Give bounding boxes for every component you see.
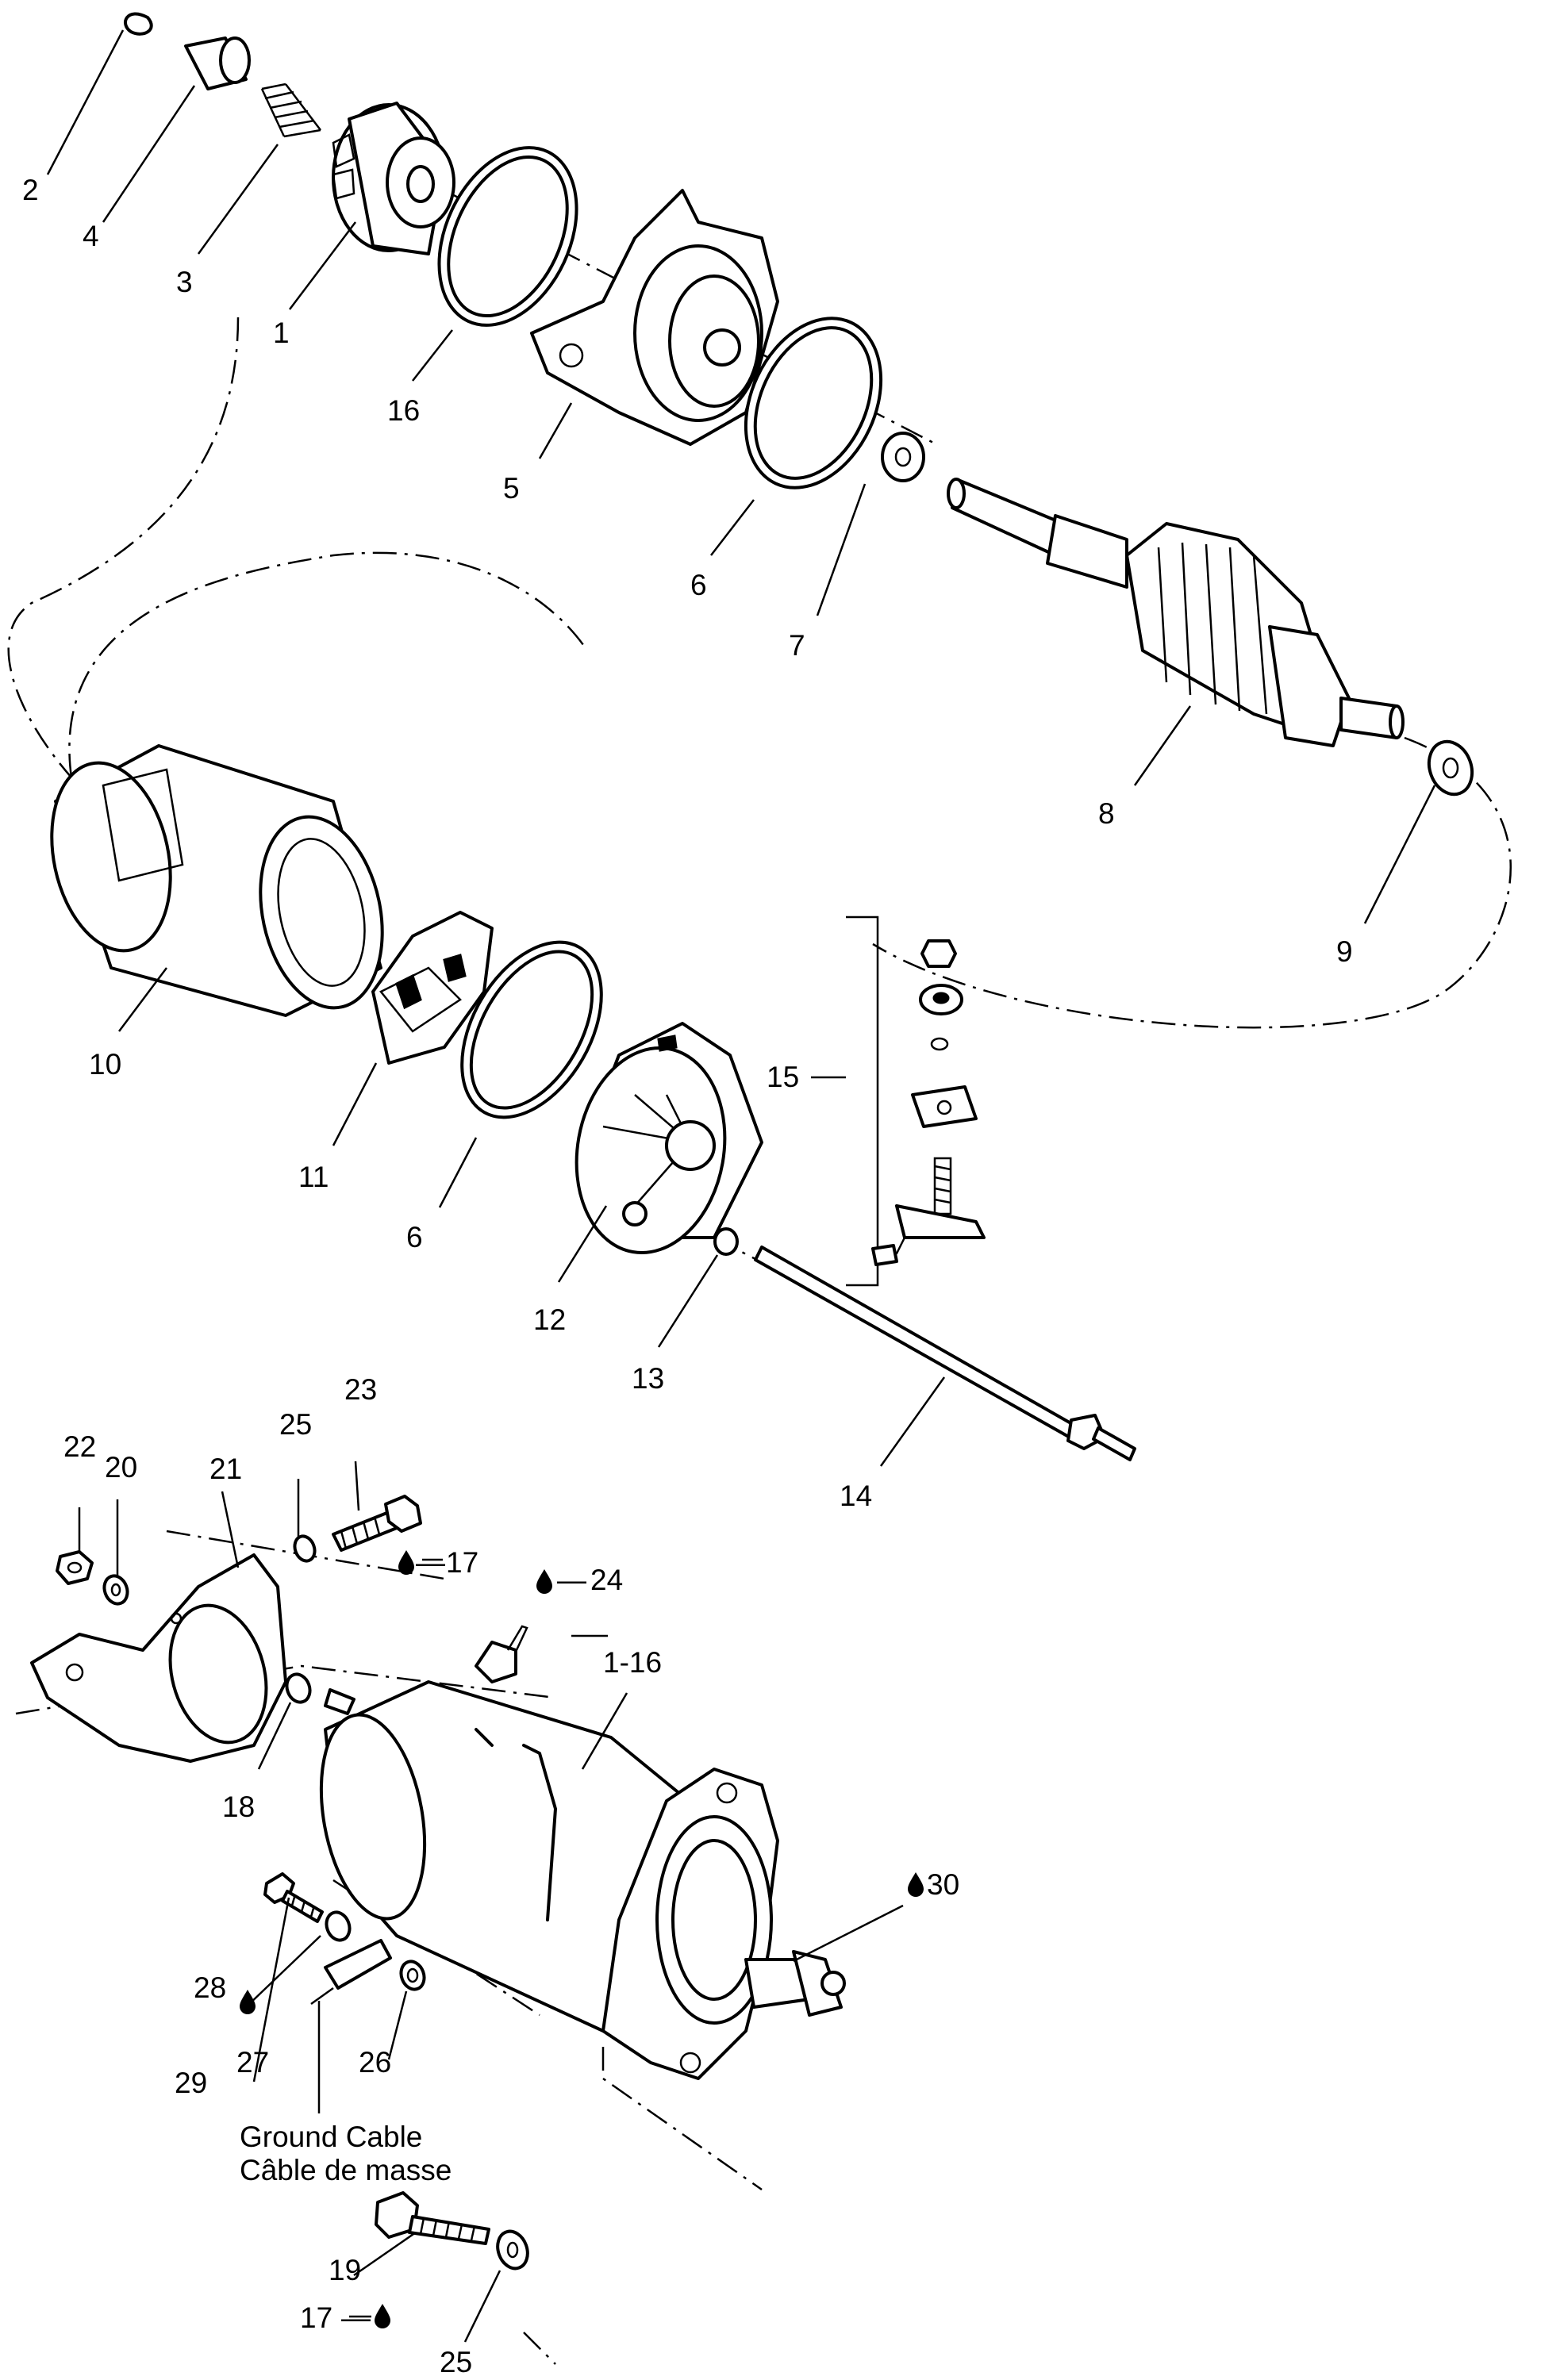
support-bracket-21 (30, 1553, 287, 1763)
bolt-19 (375, 2191, 490, 2245)
bolt-23 (332, 1495, 422, 1552)
label-part-19: 19 (329, 2254, 361, 2286)
o-ring-16 (437, 146, 578, 327)
label-part-6-lower: 6 (406, 1221, 423, 1253)
brush-holder-11 (371, 911, 494, 1065)
drop-icon (908, 1872, 924, 1897)
stop-collar-4 (184, 36, 251, 90)
washer-27 (325, 1910, 352, 1942)
label-part-5: 5 (503, 472, 520, 505)
label-part-30: 30 (927, 1868, 959, 1901)
dash-17-upper: — (416, 1546, 445, 1579)
screw-28 (263, 1872, 324, 1923)
drop-icon (398, 1550, 414, 1575)
label-part-1-16: 1-16 (603, 1646, 662, 1679)
label-part-6-upper: 6 (690, 569, 707, 601)
starter-assembly-1-16 (319, 1625, 846, 2080)
label-part-15: 15 (767, 1061, 799, 1093)
washer-25-lower (496, 2229, 529, 2271)
through-bolt-14 (754, 1246, 1136, 1461)
label-part-2: 2 (22, 174, 39, 206)
label-part-10: 10 (89, 1048, 121, 1081)
washer-18 (285, 1672, 312, 1704)
star-washer-26 (399, 1960, 426, 1991)
label-part-21: 21 (209, 1453, 242, 1485)
callout-dashes: — — — (341, 1546, 586, 2334)
label-part-18: 18 (222, 1791, 255, 1823)
thrust-washer-7 (881, 432, 925, 482)
dash-17-lower: — (341, 2301, 371, 2334)
label-part-17-lower: 17 (300, 2301, 332, 2334)
drop-icon (375, 2304, 390, 2328)
terminal-kit-15 (846, 916, 986, 1287)
washer-25-upper (293, 1534, 317, 1563)
ground-cable-caption: Ground Cable Câble de masse (240, 2121, 452, 2186)
label-part-25-lower: 25 (440, 2346, 472, 2378)
label-part-17-upper: 17 (446, 1546, 478, 1579)
leader-lines (46, 29, 1436, 2343)
lock-washer-20 (102, 1574, 129, 1606)
washer-9 (1427, 739, 1474, 797)
ground-cable-label-fr: Câble de masse (240, 2154, 452, 2186)
nut-22 (56, 1550, 94, 1585)
armature-8 (947, 478, 1405, 747)
label-part-1: 1 (273, 317, 290, 349)
assembly-axis-lines (7, 189, 1512, 2365)
label-part-12: 12 (533, 1303, 566, 1336)
drop-icon (536, 1569, 552, 1594)
label-part-27: 27 (236, 2046, 269, 2079)
label-part-13: 13 (632, 1362, 664, 1395)
small-o-ring-13 (713, 1227, 739, 1256)
label-part-11: 11 (298, 1161, 329, 1193)
label-part-24: 24 (590, 1564, 623, 1596)
label-part-3: 3 (176, 266, 193, 298)
label-part-9: 9 (1336, 935, 1353, 968)
label-part-20: 20 (105, 1451, 137, 1484)
label-part-8: 8 (1098, 797, 1115, 830)
drop-icon (240, 1990, 256, 2014)
label-part-4: 4 (83, 220, 99, 252)
label-part-28: 28 (194, 1971, 226, 2004)
end-cover-12 (575, 1022, 763, 1255)
part-labels: 2 4 3 1 16 5 6 7 8 9 10 11 6 12 13 15 14… (22, 174, 1353, 2378)
label-part-22: 22 (63, 1430, 96, 1463)
label-part-25-upper: 25 (279, 1408, 312, 1441)
label-part-23: 23 (344, 1373, 377, 1406)
drive-housing-5 (530, 189, 779, 446)
ground-cable-label-en: Ground Cable (240, 2121, 422, 2153)
ground-cable-terminal (310, 1939, 392, 2006)
o-ring-6-upper (744, 317, 883, 489)
field-frame-10 (50, 744, 384, 1017)
snap-ring-2 (124, 12, 153, 36)
label-part-29: 29 (175, 2067, 207, 2099)
label-part-7: 7 (789, 629, 805, 662)
label-part-26: 26 (359, 2046, 391, 2079)
spring-3 (260, 83, 321, 138)
label-part-14: 14 (840, 1480, 872, 1512)
dash-24: — (557, 1564, 586, 1596)
o-ring-6-lower (460, 940, 603, 1119)
drive-clutch-1 (332, 102, 455, 255)
label-part-16: 16 (387, 394, 420, 427)
